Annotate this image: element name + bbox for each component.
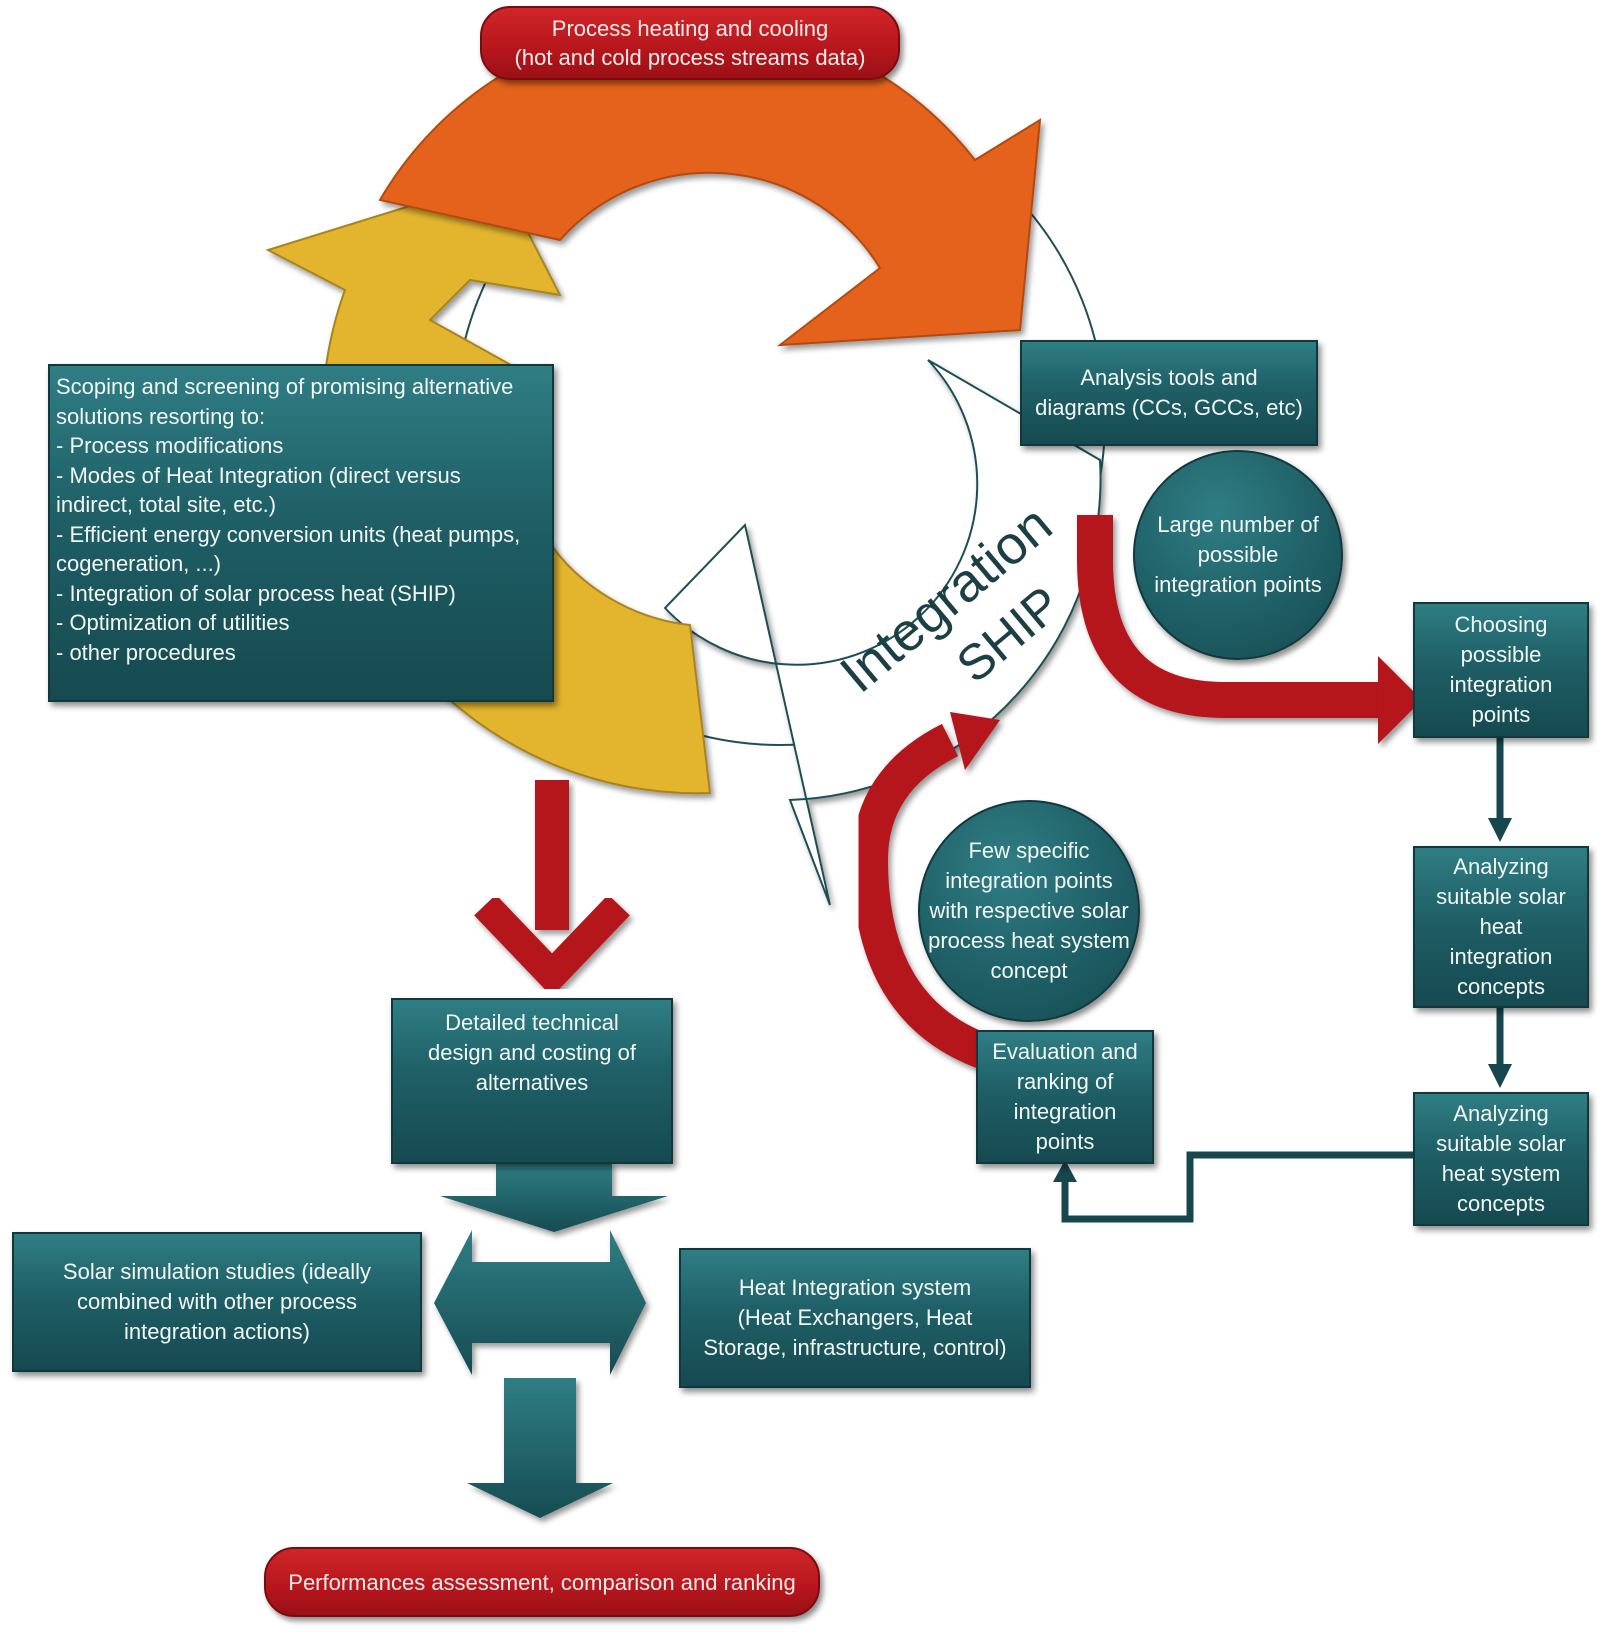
analyzing-concepts-line-4: integration — [1449, 944, 1553, 969]
analysis-tools-box: Analysis tools and diagrams (CCs, GCCs, … — [1020, 340, 1318, 446]
red-down-arrow-head — [474, 894, 630, 997]
analyzing-concepts-line-2: suitable solar — [1436, 884, 1566, 909]
scoping-line-5: indirect, total site, etc.) — [56, 492, 277, 517]
detailed-line-2: design and costing of — [428, 1040, 636, 1065]
performances-label: Performances assessment, comparison and … — [288, 1569, 796, 1595]
red-curved-arrow-to-cycle — [851, 723, 992, 1069]
process-heating-line-2: (hot and cold process streams data) — [514, 45, 866, 70]
choosing-line-1: Choosing — [1454, 612, 1548, 637]
evaluation-line-1: Evaluation and — [992, 1039, 1138, 1064]
detailed-design-box: Detailed technical design and costing of… — [391, 998, 673, 1164]
choosing-integration-points-box: Choosing possible integration points — [1413, 602, 1589, 738]
analyzing-system-line-4: concepts — [1456, 1191, 1546, 1216]
few-specific-circle: Few specific integration points with res… — [918, 800, 1140, 1022]
solar-sim-line-1: Solar simulation studies (ideally — [62, 1259, 372, 1284]
scoping-line-10: - other procedures — [56, 639, 236, 665]
analyzing-integration-concepts-box: Analyzing suitable solar heat integratio… — [1413, 846, 1589, 1008]
large-number-circle: Large number of possible integration poi… — [1133, 450, 1343, 660]
scoping-line-7: cogeneration, ...) — [56, 551, 222, 576]
heat-integration-line-2: (Heat Exchangers, Heat — [737, 1305, 973, 1330]
large-number-line-3: integration points — [1154, 572, 1322, 597]
scoping-line-8: - Integration of solar process heat (SHI… — [56, 580, 456, 606]
solar-sim-line-2: combined with other process — [76, 1289, 357, 1314]
red-curved-arrow-to-choosing — [1077, 515, 1380, 718]
analyzing-concepts-line-1: Analyzing — [1453, 854, 1549, 879]
solar-simulation-box: Solar simulation studies (ideally combin… — [12, 1232, 422, 1372]
few-specific-line-2: integration points — [945, 868, 1113, 893]
teal-down-arrow-1 — [440, 1162, 668, 1232]
large-number-line-1: Large number of — [1157, 512, 1319, 537]
choosing-line-3: integration — [1449, 672, 1553, 697]
analysis-line-1: Analysis tools and — [1080, 365, 1258, 390]
evaluation-line-3: integration — [1013, 1099, 1117, 1124]
analyzing-concepts-line-3: heat — [1479, 914, 1523, 939]
analyzing-system-line-2: suitable solar — [1436, 1131, 1566, 1156]
scoping-screening-box: Scoping and screening of promising alter… — [48, 364, 554, 702]
evaluation-line-4: points — [1035, 1129, 1095, 1154]
evaluation-line-2: ranking of — [1016, 1069, 1114, 1094]
scoping-line-3: - Process modifications — [56, 433, 284, 458]
few-specific-line-4: process heat system — [928, 928, 1130, 953]
scoping-line-1: Scoping and screening of promising alter… — [56, 374, 514, 399]
analyzing-concepts-line-5: concepts — [1456, 974, 1546, 999]
few-specific-line-3: with respective solar — [929, 898, 1129, 923]
teal-connector-system-to-evaluation — [1061, 1151, 1413, 1223]
heat-integration-line-3: Storage, infrastructure, control) — [703, 1335, 1007, 1360]
cycle-arrow-white — [663, 359, 1102, 906]
teal-arrowhead-1 — [1488, 818, 1512, 842]
red-arrowhead-cycle — [950, 712, 1000, 770]
scoping-line-6: - Efficient energy conversion units (hea… — [56, 521, 521, 547]
choosing-line-4: points — [1471, 702, 1531, 727]
evaluation-ranking-box: Evaluation and ranking of integration po… — [976, 1030, 1154, 1164]
scoping-line-9: - Optimization of utilities — [56, 610, 290, 635]
process-heating-pill: Process heating and cooling (hot and col… — [480, 6, 900, 80]
teal-arrowhead-2 — [1488, 1064, 1512, 1088]
heat-integration-system-box: Heat Integration system (Heat Exchangers… — [679, 1248, 1031, 1388]
detailed-line-3: alternatives — [475, 1070, 589, 1095]
scoping-line-2: solutions resorting to: — [56, 403, 266, 429]
choosing-line-2: possible — [1460, 642, 1542, 667]
analysis-line-2: diagrams (CCs, GCCs, etc) — [1035, 395, 1303, 420]
teal-double-arrow — [434, 1230, 646, 1375]
red-arrowhead-choosing — [1378, 656, 1422, 744]
solar-sim-line-3: integration actions) — [124, 1319, 310, 1344]
red-down-arrow-shaft — [535, 780, 569, 930]
scoping-line-4: - Modes of Heat Integration (direct vers… — [56, 462, 461, 488]
detailed-line-1: Detailed technical — [445, 1010, 619, 1035]
analyzing-system-concepts-box: Analyzing suitable solar heat system con… — [1413, 1092, 1589, 1226]
process-heating-line-1: Process heating and cooling — [551, 16, 829, 41]
performances-assessment-pill: Performances assessment, comparison and … — [264, 1547, 820, 1617]
few-specific-line-1: Few specific — [968, 838, 1090, 863]
heat-integration-line-1: Heat Integration system — [738, 1275, 972, 1300]
large-number-line-2: possible — [1197, 542, 1279, 567]
few-specific-line-5: concept — [990, 958, 1068, 983]
analyzing-system-line-3: heat system — [1441, 1161, 1561, 1186]
teal-arrowhead-3 — [1053, 1160, 1077, 1182]
analyzing-system-line-1: Analyzing — [1453, 1101, 1549, 1126]
teal-down-arrow-2 — [467, 1378, 613, 1518]
